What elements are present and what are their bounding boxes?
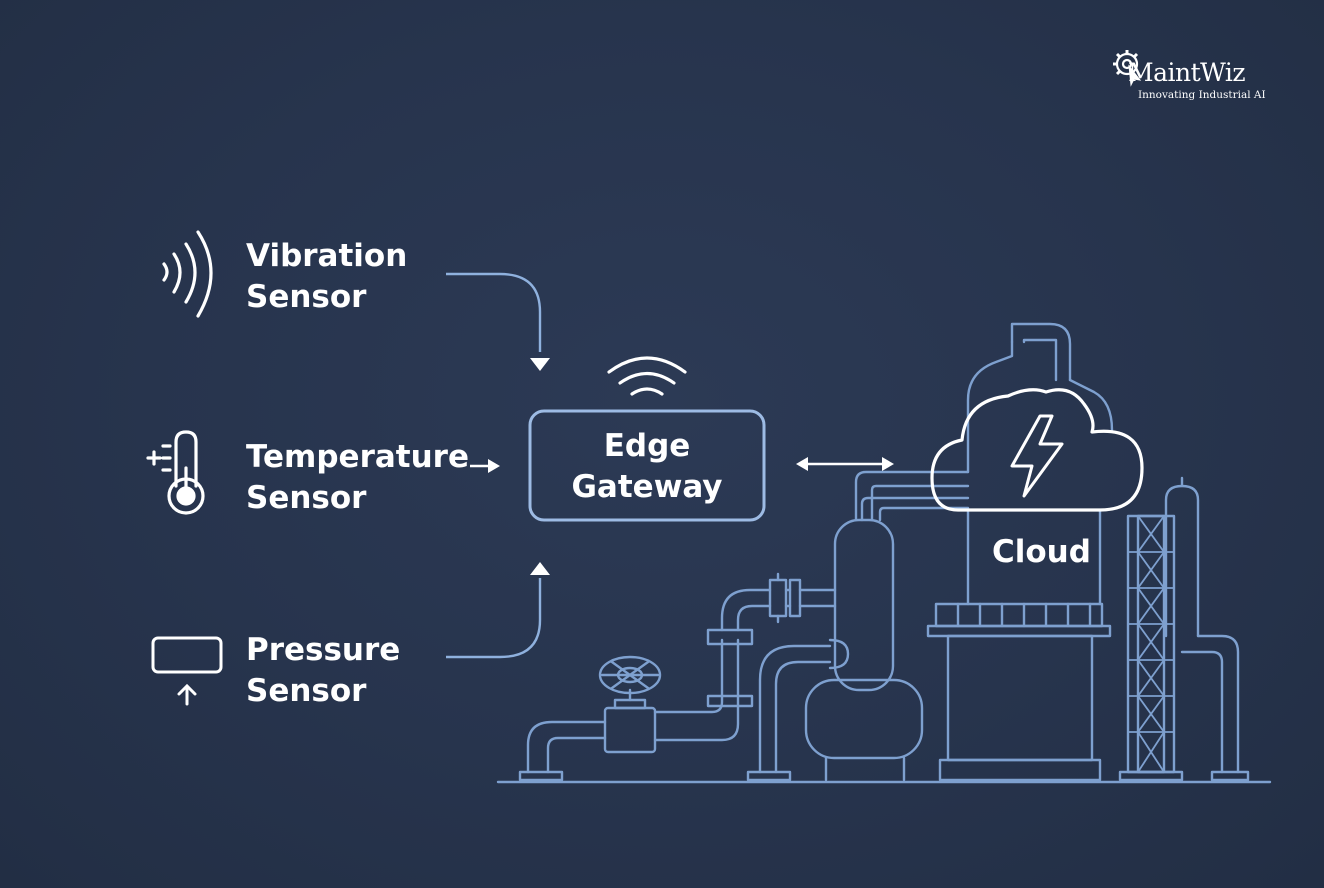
cloud-shape — [930, 388, 1144, 512]
brand-tagline: Innovating Industrial AI — [1138, 89, 1266, 101]
thermometer-icon — [146, 430, 205, 515]
connector-vibration-to-gateway — [446, 272, 542, 352]
cloud-label: Cloud — [992, 534, 1091, 570]
gear-cursor-icon — [1113, 50, 1142, 87]
arrowhead-up — [530, 562, 550, 575]
connector-temperature-to-gateway — [470, 459, 500, 473]
temperature-sensor-label: Temperature Sensor — [246, 439, 469, 516]
lightning-bolt-icon — [1010, 414, 1064, 498]
connector-pressure-to-gateway — [446, 578, 542, 659]
arrowhead-down — [530, 358, 550, 371]
edge-gateway-box — [528, 409, 766, 522]
vibration-sensor-label: Vibration Sensor — [246, 238, 408, 315]
connector-gateway-cloud-bidirectional — [796, 457, 894, 471]
edge-gateway-label: Edge Gateway — [571, 428, 723, 505]
vibration-waves-icon — [162, 230, 213, 318]
brand-name: MaintWiz — [1128, 58, 1246, 87]
pressure-sensor-label: Pressure Sensor — [246, 632, 401, 709]
pressure-gauge-icon — [151, 636, 223, 706]
wifi-signal-icon — [607, 356, 687, 396]
industrial-plant-illustration — [496, 322, 1272, 784]
